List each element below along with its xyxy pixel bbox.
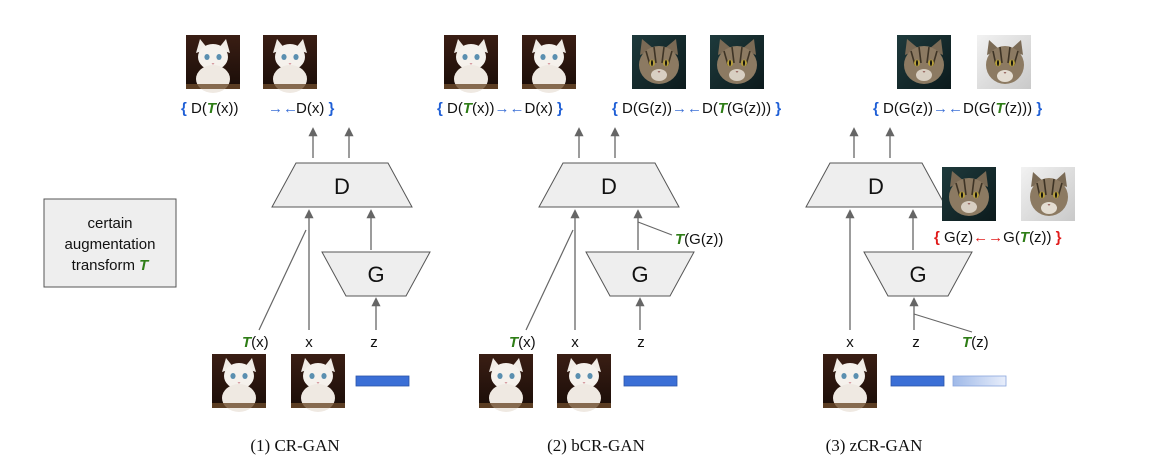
discriminator-label: D [334,174,350,199]
generator-label: G [367,262,384,287]
white-kitten-image [479,354,533,412]
generator-label: G [631,262,648,287]
tabby-cat-image [631,34,687,90]
x-label: x [846,334,854,351]
tabby-cat-image [941,166,997,222]
discriminator-label: D [868,174,884,199]
caption-bcr-gan: (2) bCR-GAN [547,436,645,455]
panel-cr-gan: { D(T(x)) →← D(x) } D G T(x) x z (1) CR-… [181,35,431,455]
cr-objective: { D(T(x)) [181,100,239,117]
legend-line-2: augmentation [65,236,156,253]
generator-label: G [909,262,926,287]
x-label: x [571,334,579,351]
noise-vector [355,375,410,387]
tx-label: T(x) [242,334,269,351]
tabby-cat-augmented-image [1020,166,1076,222]
bcr-objective-fake: { D(G(z))→←D(T(G(z))) } [612,100,781,117]
caption-zcr-gan: (3) zCR-GAN [826,436,923,455]
legend-box: certain augmentation transform T [43,198,177,288]
panel-zcr-gan: { D(G(z))→←D(G(T(z))) } D { G(z)←→G(T(z)… [805,34,1076,455]
discriminator-label: D [601,174,617,199]
noise-vector [623,375,678,387]
legend-line-1: certain [87,215,132,232]
tabby-cat-image [709,34,765,90]
tz-label: T(z) [962,334,989,351]
tx-label: T(x) [509,334,536,351]
white-kitten-image [557,354,611,412]
augmented-noise-vector [952,375,1007,387]
white-kitten-image [522,35,576,93]
white-kitten-image [444,35,498,93]
white-kitten-image [823,354,877,412]
caption-cr-gan: (1) CR-GAN [250,436,339,455]
white-kitten-image [263,35,317,93]
tg-label: T(G(z)) [675,231,723,248]
panel-bcr-gan: { D(T(x))→←D(x) } { D(G(z))→←D(T(G(z))) … [437,34,781,455]
svg-text:→←: →← [268,100,298,117]
tabby-cat-image [896,34,952,90]
noise-vector [890,375,945,387]
x-label: x [305,334,313,351]
zcr-objective-disc: { D(G(z))→←D(G(T(z))) } [873,100,1042,117]
svg-text:D(x) }: D(x) } [296,100,334,117]
zcr-objective-gen: { G(z)←→G(T(z)) } [934,229,1062,246]
z-label: z [912,334,920,351]
z-label: z [370,334,378,351]
white-kitten-image [186,35,240,93]
white-kitten-image [291,354,345,412]
tabby-cat-augmented-image [976,34,1032,90]
legend-line-3: transform T [72,257,151,274]
white-kitten-image [212,354,266,412]
bcr-objective-real: { D(T(x))→←D(x) } [437,100,563,117]
z-label: z [637,334,645,351]
